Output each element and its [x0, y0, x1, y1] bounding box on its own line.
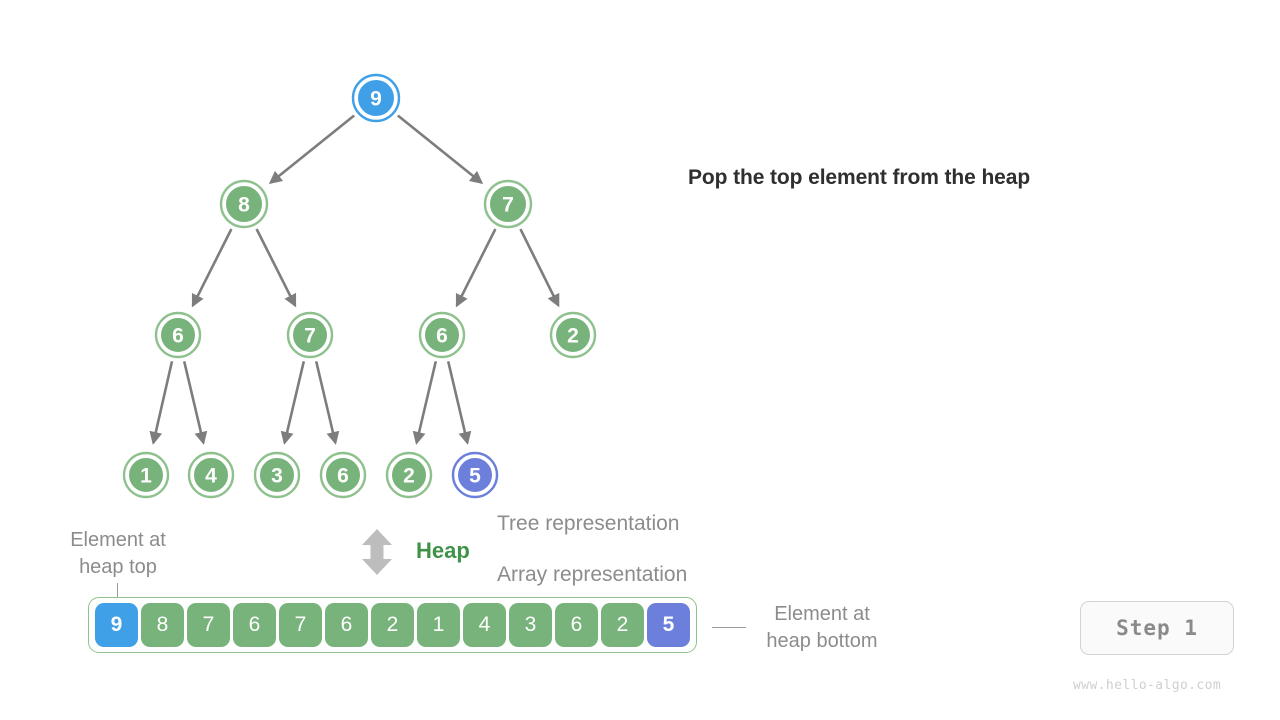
- tree-node: 1: [122, 451, 170, 499]
- tree-edge: [455, 228, 497, 308]
- annot-top-line1: Element at: [70, 529, 166, 551]
- node-value: 9: [370, 88, 382, 111]
- tree-edge: [182, 360, 208, 445]
- tree-node: 5: [451, 451, 499, 499]
- array-cell: 2: [371, 603, 414, 647]
- node-outer-ring: [219, 179, 269, 229]
- array-cell: 6: [325, 603, 368, 647]
- node-circle: [423, 316, 461, 354]
- node-circle: [127, 456, 165, 494]
- node-outer-ring: [286, 311, 334, 359]
- node-circle: [488, 184, 528, 224]
- tree-edge: [255, 228, 297, 308]
- array-cell: 6: [233, 603, 276, 647]
- node-value: 6: [172, 325, 184, 348]
- element-at-heap-bottom-label: Element at heap bottom: [750, 601, 894, 655]
- tree-edge: [519, 228, 560, 308]
- node-value: 6: [436, 325, 448, 348]
- node-circle: [291, 316, 329, 354]
- leader-line-heap-top: [117, 583, 118, 605]
- node-outer-ring: [549, 311, 597, 359]
- node-circle: [356, 78, 396, 118]
- step-badge: Step 1: [1080, 601, 1234, 655]
- array-cell: 8: [141, 603, 184, 647]
- tree-node: 6: [319, 451, 367, 499]
- watermark: www.hello-algo.com: [1073, 678, 1222, 693]
- node-outer-ring: [319, 451, 367, 499]
- tree-edge: [149, 361, 174, 445]
- tree-edge: [314, 360, 340, 445]
- tree-edge: [446, 360, 472, 445]
- node-value: 1: [140, 465, 152, 488]
- node-circle: [192, 456, 230, 494]
- heap-label: Heap: [416, 538, 470, 563]
- node-value: 7: [304, 325, 316, 348]
- tree-node: 7: [286, 311, 334, 359]
- node-outer-ring: [122, 451, 170, 499]
- tree-node: 6: [154, 311, 202, 359]
- array-cell: 3: [509, 603, 552, 647]
- node-circle: [224, 184, 264, 224]
- array-cell: 2: [601, 603, 644, 647]
- node-outer-ring: [253, 451, 301, 499]
- tree-node: 3: [253, 451, 301, 499]
- node-value: 7: [502, 194, 514, 217]
- node-outer-ring: [154, 311, 202, 359]
- node-circle: [159, 316, 197, 354]
- node-outer-ring: [483, 179, 533, 229]
- tree-node: 6: [418, 311, 466, 359]
- array-cell: 6: [555, 603, 598, 647]
- annot-top-line2: heap top: [79, 556, 157, 578]
- node-outer-ring: [451, 451, 499, 499]
- double-arrow-icon: [362, 529, 392, 575]
- node-value: 8: [238, 194, 250, 217]
- node-circle: [258, 456, 296, 494]
- node-outer-ring: [351, 73, 401, 123]
- array-cell: 1: [417, 603, 460, 647]
- array-cell: 7: [187, 603, 230, 647]
- node-circle: [390, 456, 428, 494]
- tree-representation-label: Tree representation: [497, 512, 680, 535]
- tree-edges: [149, 114, 560, 445]
- annot-bottom-line2: heap bottom: [766, 630, 878, 652]
- annot-bottom-line1: Element at: [774, 603, 870, 625]
- tree-edge: [280, 360, 306, 445]
- element-at-heap-top-label: Element at heap top: [62, 527, 174, 581]
- tree-edge: [268, 114, 355, 185]
- node-value: 3: [271, 465, 283, 488]
- tree-node: 2: [385, 451, 433, 499]
- array-cell: 5: [647, 603, 690, 647]
- tree-node: 9: [351, 73, 401, 123]
- node-value: 4: [205, 465, 217, 488]
- node-circle: [456, 456, 494, 494]
- node-outer-ring: [385, 451, 433, 499]
- node-value: 5: [469, 465, 481, 488]
- node-value: 2: [567, 325, 579, 348]
- tree-node: 7: [483, 179, 533, 229]
- node-value: 2: [403, 465, 415, 488]
- tree-node: 8: [219, 179, 269, 229]
- array-representation-label: Array representation: [497, 563, 688, 586]
- node-outer-ring: [187, 451, 235, 499]
- node-outer-ring: [418, 311, 466, 359]
- tree-nodes: 9 8 7 6 7 6 2 1 4 3 6 2 5: [122, 73, 597, 499]
- page-title: Pop the top element from the heap: [688, 166, 1031, 189]
- array-cell: 4: [463, 603, 506, 647]
- tree-edge: [397, 114, 484, 185]
- tree-node: 4: [187, 451, 235, 499]
- array-cell: 7: [279, 603, 322, 647]
- tree-node: 2: [549, 311, 597, 359]
- node-value: 6: [337, 465, 349, 488]
- array-cell: 9: [95, 603, 138, 647]
- node-circle: [324, 456, 362, 494]
- leader-line-heap-bottom: [712, 627, 746, 628]
- node-circle: [554, 316, 592, 354]
- tree-edge: [191, 228, 233, 308]
- tree-edge: [412, 360, 438, 445]
